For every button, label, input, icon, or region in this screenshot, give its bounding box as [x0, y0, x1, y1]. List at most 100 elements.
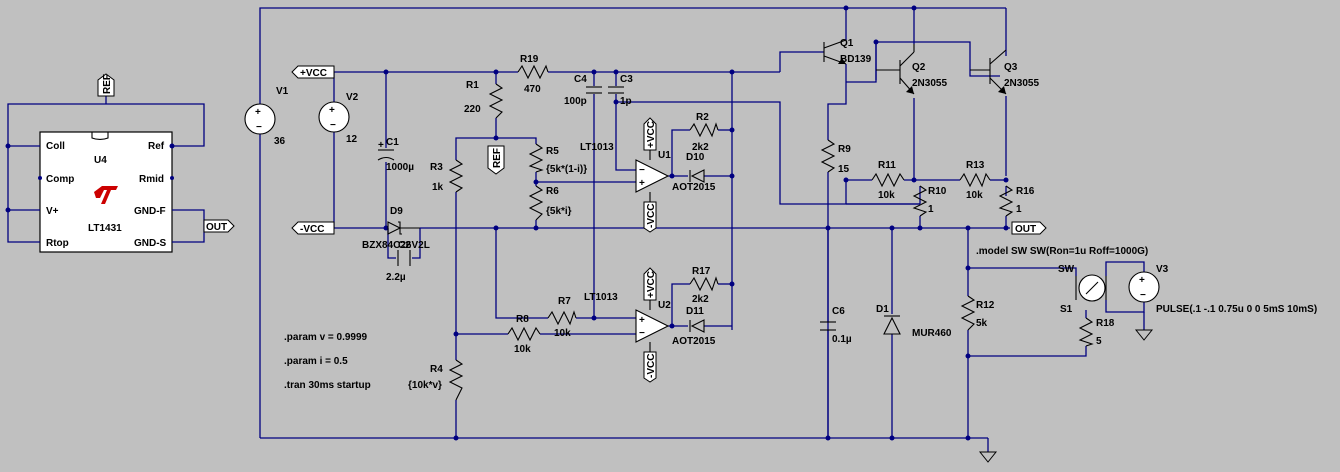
- vcc-pos-label: +VCC: [300, 68, 327, 79]
- u4-pin-comp: Comp: [46, 174, 74, 185]
- d10-name: D10: [686, 152, 705, 163]
- r10-resistor[interactable]: R10 1: [912, 185, 947, 217]
- c4-capacitor[interactable]: C4 100p: [564, 74, 602, 107]
- c6-value: 0.1µ: [832, 334, 852, 345]
- u4-pin-vplus: V+: [46, 206, 59, 217]
- svg-text:+: +: [639, 178, 645, 189]
- r19-name: R19: [520, 54, 539, 65]
- svg-text:−: −: [1140, 290, 1146, 301]
- r9-name: R9: [838, 144, 851, 155]
- ref-label-r1: REF: [492, 148, 503, 168]
- d9-part: BZX84C26V2L: [362, 240, 430, 251]
- vcc-neg-flag: -VCC: [291, 221, 335, 235]
- svg-text:+: +: [255, 107, 261, 118]
- r5-name: R5: [546, 146, 559, 157]
- d11-diode[interactable]: D11 AOT2015: [672, 306, 716, 347]
- c6-capacitor[interactable]: C6 0.1µ: [820, 306, 852, 345]
- r10-value: 1: [928, 204, 934, 215]
- q3-name: Q3: [1004, 62, 1018, 73]
- c1-name: C1: [386, 137, 399, 148]
- r17-resistor[interactable]: R17 2k2: [689, 266, 719, 305]
- r8-resistor[interactable]: R8 10k: [507, 314, 541, 355]
- r19-resistor[interactable]: R19 470: [517, 54, 549, 95]
- r4-resistor[interactable]: R4 {10k*v}: [408, 359, 464, 401]
- r9-value: 15: [838, 164, 850, 175]
- r1-resistor[interactable]: R1 220: [464, 80, 504, 119]
- c6-name: C6: [832, 306, 845, 317]
- svg-text:+: +: [639, 315, 645, 326]
- svg-text:−: −: [330, 120, 336, 131]
- u4-out-flag: OUT: [203, 219, 235, 233]
- r3-value: 1k: [432, 182, 444, 193]
- u4-name: U4: [94, 155, 107, 166]
- r18-resistor[interactable]: R18 5: [1078, 317, 1115, 347]
- c1-capacitor[interactable]: + C1 1000µ: [377, 137, 414, 173]
- c3-capacitor[interactable]: C3 1p: [608, 74, 633, 107]
- d11-name: D11: [686, 306, 704, 317]
- u4-pin-rtop: Rtop: [46, 238, 69, 249]
- c4-value: 100p: [564, 96, 587, 107]
- v2-value: 12: [346, 134, 358, 145]
- r4-value: {10k*v}: [408, 380, 442, 391]
- r12-resistor[interactable]: R12 5k: [960, 295, 995, 331]
- c2-capacitor[interactable]: C2 2.2µ: [386, 240, 411, 283]
- r11-resistor[interactable]: R11 10k: [871, 160, 905, 201]
- r3-resistor[interactable]: R3 1k: [430, 159, 464, 193]
- u1-opamp[interactable]: − + +VCC -VCC U1 LT1013: [580, 117, 671, 233]
- q2-transistor[interactable]: Q2 2N3055: [876, 44, 947, 95]
- u2-name: U2: [658, 300, 671, 311]
- r5-resistor[interactable]: R5 {5k*(1-i)}: [528, 143, 587, 175]
- d1-name: D1: [876, 304, 889, 315]
- q1-transistor[interactable]: Q1 BD139: [823, 38, 872, 65]
- lt-logo: [94, 186, 118, 204]
- r6-value: {5k*i}: [546, 206, 572, 217]
- d9-zener[interactable]: D9 BZX84C26V2L: [362, 206, 430, 251]
- c1-value: 1000µ: [386, 162, 414, 173]
- u1-vcc-neg: -VCC: [646, 204, 657, 228]
- v2-source[interactable]: +− V2 12: [318, 92, 359, 145]
- r16-value: 1: [1016, 204, 1022, 215]
- svg-text:+: +: [378, 140, 384, 151]
- r12-name: R12: [976, 300, 995, 311]
- r8-name: R8: [516, 314, 529, 325]
- r13-name: R13: [966, 160, 985, 171]
- q3-transistor[interactable]: Q3 2N3055: [970, 49, 1039, 95]
- r7-value: 10k: [554, 328, 571, 339]
- r16-resistor[interactable]: R16 1: [998, 185, 1035, 217]
- s1-switch[interactable]: SW S1: [1058, 264, 1107, 315]
- r18-name: R18: [1096, 318, 1115, 329]
- r16-name: R16: [1016, 186, 1035, 197]
- r6-resistor[interactable]: R6 {5k*i}: [528, 185, 572, 221]
- d10-diode[interactable]: D10 AOT2015: [672, 152, 716, 193]
- v3-source[interactable]: +− V3 PULSE(.1 -.1 0.75u 0 0 5mS 10mS): [1128, 264, 1317, 315]
- ground-symbol: [978, 451, 998, 463]
- out-label-main: OUT: [1015, 224, 1036, 235]
- u4-out-label: OUT: [206, 222, 227, 233]
- r7-name: R7: [558, 296, 571, 307]
- u1-vcc-pos: +VCC: [646, 121, 657, 148]
- u4-pin-coll: Coll: [46, 141, 65, 152]
- r11-value: 10k: [878, 190, 895, 201]
- r7-resistor[interactable]: R7 10k: [547, 296, 577, 339]
- u2-opamp[interactable]: + − +VCC -VCC U2 LT1013: [584, 267, 671, 383]
- v3-value: PULSE(.1 -.1 0.75u 0 0 5mS 10mS): [1156, 304, 1317, 315]
- d11-part: AOT2015: [672, 336, 716, 347]
- r11-name: R11: [878, 160, 896, 171]
- r2-name: R2: [696, 112, 709, 123]
- v1-source[interactable]: +− V1 36: [244, 86, 289, 147]
- c4-name: C4: [574, 74, 587, 85]
- r13-resistor[interactable]: R13 10k: [959, 160, 991, 201]
- r9-resistor[interactable]: R9 15: [820, 139, 851, 175]
- vcc-neg-label: -VCC: [300, 224, 324, 235]
- s1-name: S1: [1060, 304, 1073, 315]
- r2-resistor[interactable]: R2 2k2: [689, 112, 719, 153]
- d1-diode[interactable]: D1 MUR460: [876, 304, 952, 339]
- u4-block[interactable]: U4 LT1431 Coll Comp V+ Rtop Ref Rmid GND…: [39, 131, 173, 253]
- q3-part: 2N3055: [1004, 78, 1039, 89]
- u1-part: LT1013: [580, 142, 614, 153]
- r10-name: R10: [928, 186, 947, 197]
- directive-param-v: .param v = 0.9999: [284, 332, 368, 343]
- v1-value: 36: [274, 136, 286, 147]
